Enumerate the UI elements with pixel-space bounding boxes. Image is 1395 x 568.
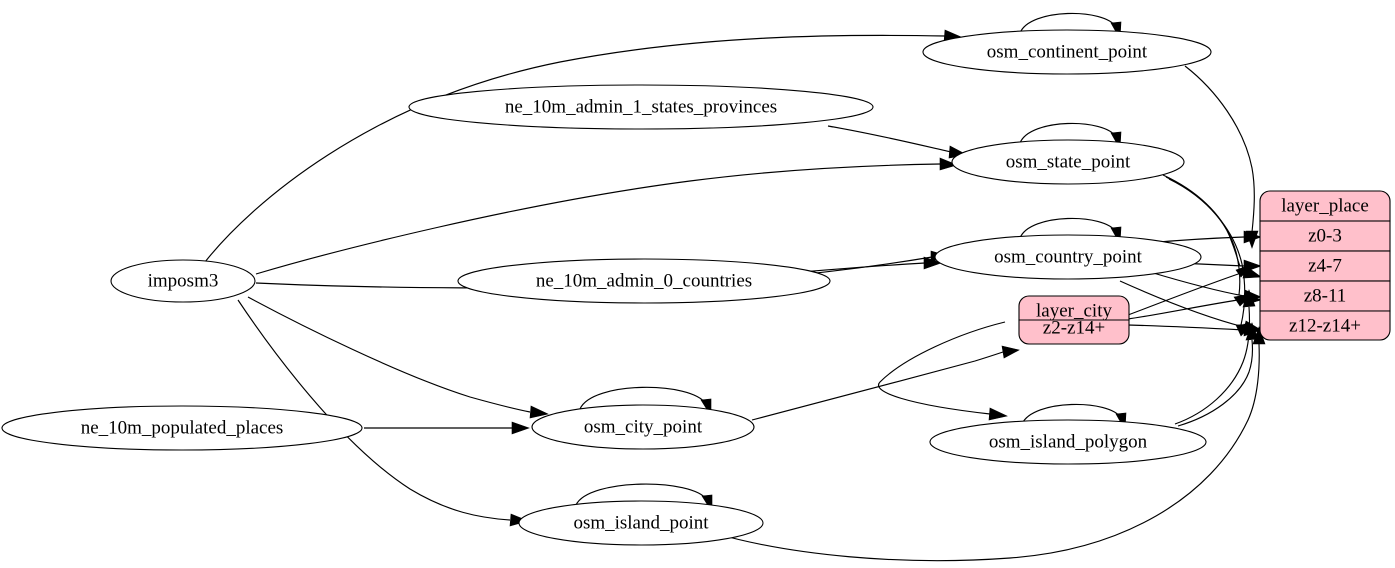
edge-islandpoint-to-place-z12 xyxy=(713,343,1260,562)
edge-city-to-layercity xyxy=(751,351,1004,421)
node-shape[interactable] xyxy=(408,84,874,130)
edge-layercity-to-place-z12 xyxy=(1127,324,1245,331)
layer-place-row-2-label: z8-11 xyxy=(1304,285,1347,306)
node-label: osm_country_point xyxy=(994,246,1142,267)
edge-layercity-to-place-z4 xyxy=(1127,271,1245,316)
node-label: osm_city_point xyxy=(584,416,703,437)
arrowhead xyxy=(511,421,530,435)
node-osm-island-polygon[interactable]: osm_island_polygon xyxy=(929,419,1207,465)
record-node-layer-place[interactable]: layer_place z0-3 z4-7 z8-11 z12-z14+ xyxy=(1259,190,1391,341)
layer-city-header-cell[interactable] xyxy=(1018,295,1130,321)
selfloop-islandpolygon xyxy=(1021,403,1122,425)
layer-place-row-1-label: z4-7 xyxy=(1308,255,1342,276)
arrowhead xyxy=(529,405,549,419)
node-osm-state-point[interactable]: osm_state_point xyxy=(951,139,1185,185)
layer-place-header-label: layer_place xyxy=(1281,195,1369,216)
node-shape[interactable] xyxy=(531,404,755,450)
node-shape[interactable] xyxy=(934,234,1202,280)
edge-ne1-to-state xyxy=(827,125,952,153)
node-label: ne_10m_populated_places xyxy=(81,417,284,438)
node-ne-10m-admin-1-states-provinces[interactable]: ne_10m_admin_1_states_provinces xyxy=(408,84,874,130)
node-label: osm_island_polygon xyxy=(989,431,1148,452)
node-ne-10m-admin-0-countries[interactable]: ne_10m_admin_0_countries xyxy=(457,258,831,304)
selfloop-country xyxy=(1019,217,1117,239)
edge-ne0-to-country xyxy=(801,262,926,273)
node-shape[interactable] xyxy=(457,258,831,304)
arrowhead xyxy=(923,256,942,270)
edge-islandpolygon-to-place-z8 xyxy=(1174,306,1251,425)
layer-place-row-3-label: z12-z14+ xyxy=(1289,315,1361,336)
layer-place-row-1-cell[interactable] xyxy=(1259,250,1391,282)
node-layer: osm_continent_point ne_10m_admin_1_state… xyxy=(1,29,1391,546)
arrowhead xyxy=(1242,265,1262,279)
edge-layercity-to-islandpolygon xyxy=(877,321,1006,415)
node-shape[interactable] xyxy=(951,139,1185,185)
edge-imposm3-to-state xyxy=(255,163,941,275)
node-shape[interactable] xyxy=(1,405,363,451)
record-node-layer-city[interactable]: layer_city z2-z14+ xyxy=(1018,295,1130,345)
selfloop-islandpoint xyxy=(575,483,708,506)
arrowhead xyxy=(1243,230,1262,244)
node-label: ne_10m_admin_1_states_provinces xyxy=(505,96,777,117)
node-label: osm_continent_point xyxy=(987,41,1148,62)
node-osm-continent-point[interactable]: osm_continent_point xyxy=(922,29,1212,75)
layer-city-header-label: layer_city xyxy=(1036,300,1112,321)
node-label: imposm3 xyxy=(148,270,219,291)
edge-imposm3-to-city xyxy=(247,296,531,413)
node-label: osm_island_point xyxy=(573,512,709,533)
node-ne-10m-populated-places[interactable]: ne_10m_populated_places xyxy=(1,405,363,451)
node-osm-island-point[interactable]: osm_island_point xyxy=(518,500,764,546)
selfloop-state xyxy=(1019,122,1117,144)
arrowhead xyxy=(939,157,958,171)
layer-city-row-0-label: z2-z14+ xyxy=(1043,317,1105,338)
node-imposm3[interactable]: imposm3 xyxy=(110,259,256,303)
node-shape[interactable] xyxy=(929,419,1207,465)
edge-country-to-place-z12 xyxy=(1119,280,1245,328)
node-label: ne_10m_admin_0_countries xyxy=(536,270,752,291)
layer-place-header-cell[interactable] xyxy=(1259,190,1391,222)
layer-place-row-0-label: z0-3 xyxy=(1308,225,1342,246)
node-shape[interactable] xyxy=(922,29,1212,75)
edge-imposm3-to-islandpoint xyxy=(237,299,511,521)
node-osm-country-point[interactable]: osm_country_point xyxy=(934,234,1202,280)
edge-imposm3-to-continent xyxy=(204,34,946,263)
edge-state-to-place-z12 xyxy=(1168,178,1246,326)
selfloop-continent xyxy=(1019,12,1117,34)
arrowhead xyxy=(1242,289,1256,308)
edge-continent-to-place-z0 xyxy=(1184,65,1255,233)
arrowhead xyxy=(1245,322,1259,341)
edge-country-to-place-z8 xyxy=(1149,271,1245,297)
node-label: osm_state_point xyxy=(1006,151,1131,172)
edge-layercity-to-place-z8 xyxy=(1127,298,1245,320)
arrowhead xyxy=(1001,345,1020,359)
selfloop-city xyxy=(579,386,707,410)
node-shape[interactable] xyxy=(110,259,256,303)
node-osm-city-point[interactable]: osm_city_point xyxy=(531,404,755,450)
node-shape[interactable] xyxy=(518,500,764,546)
edge-islandpolygon-to-place-z12 xyxy=(1177,339,1254,427)
layer-city-row-0-cell[interactable] xyxy=(1018,319,1130,345)
arrowhead xyxy=(988,407,1008,421)
layer-place-row-3-cell[interactable] xyxy=(1259,310,1391,341)
